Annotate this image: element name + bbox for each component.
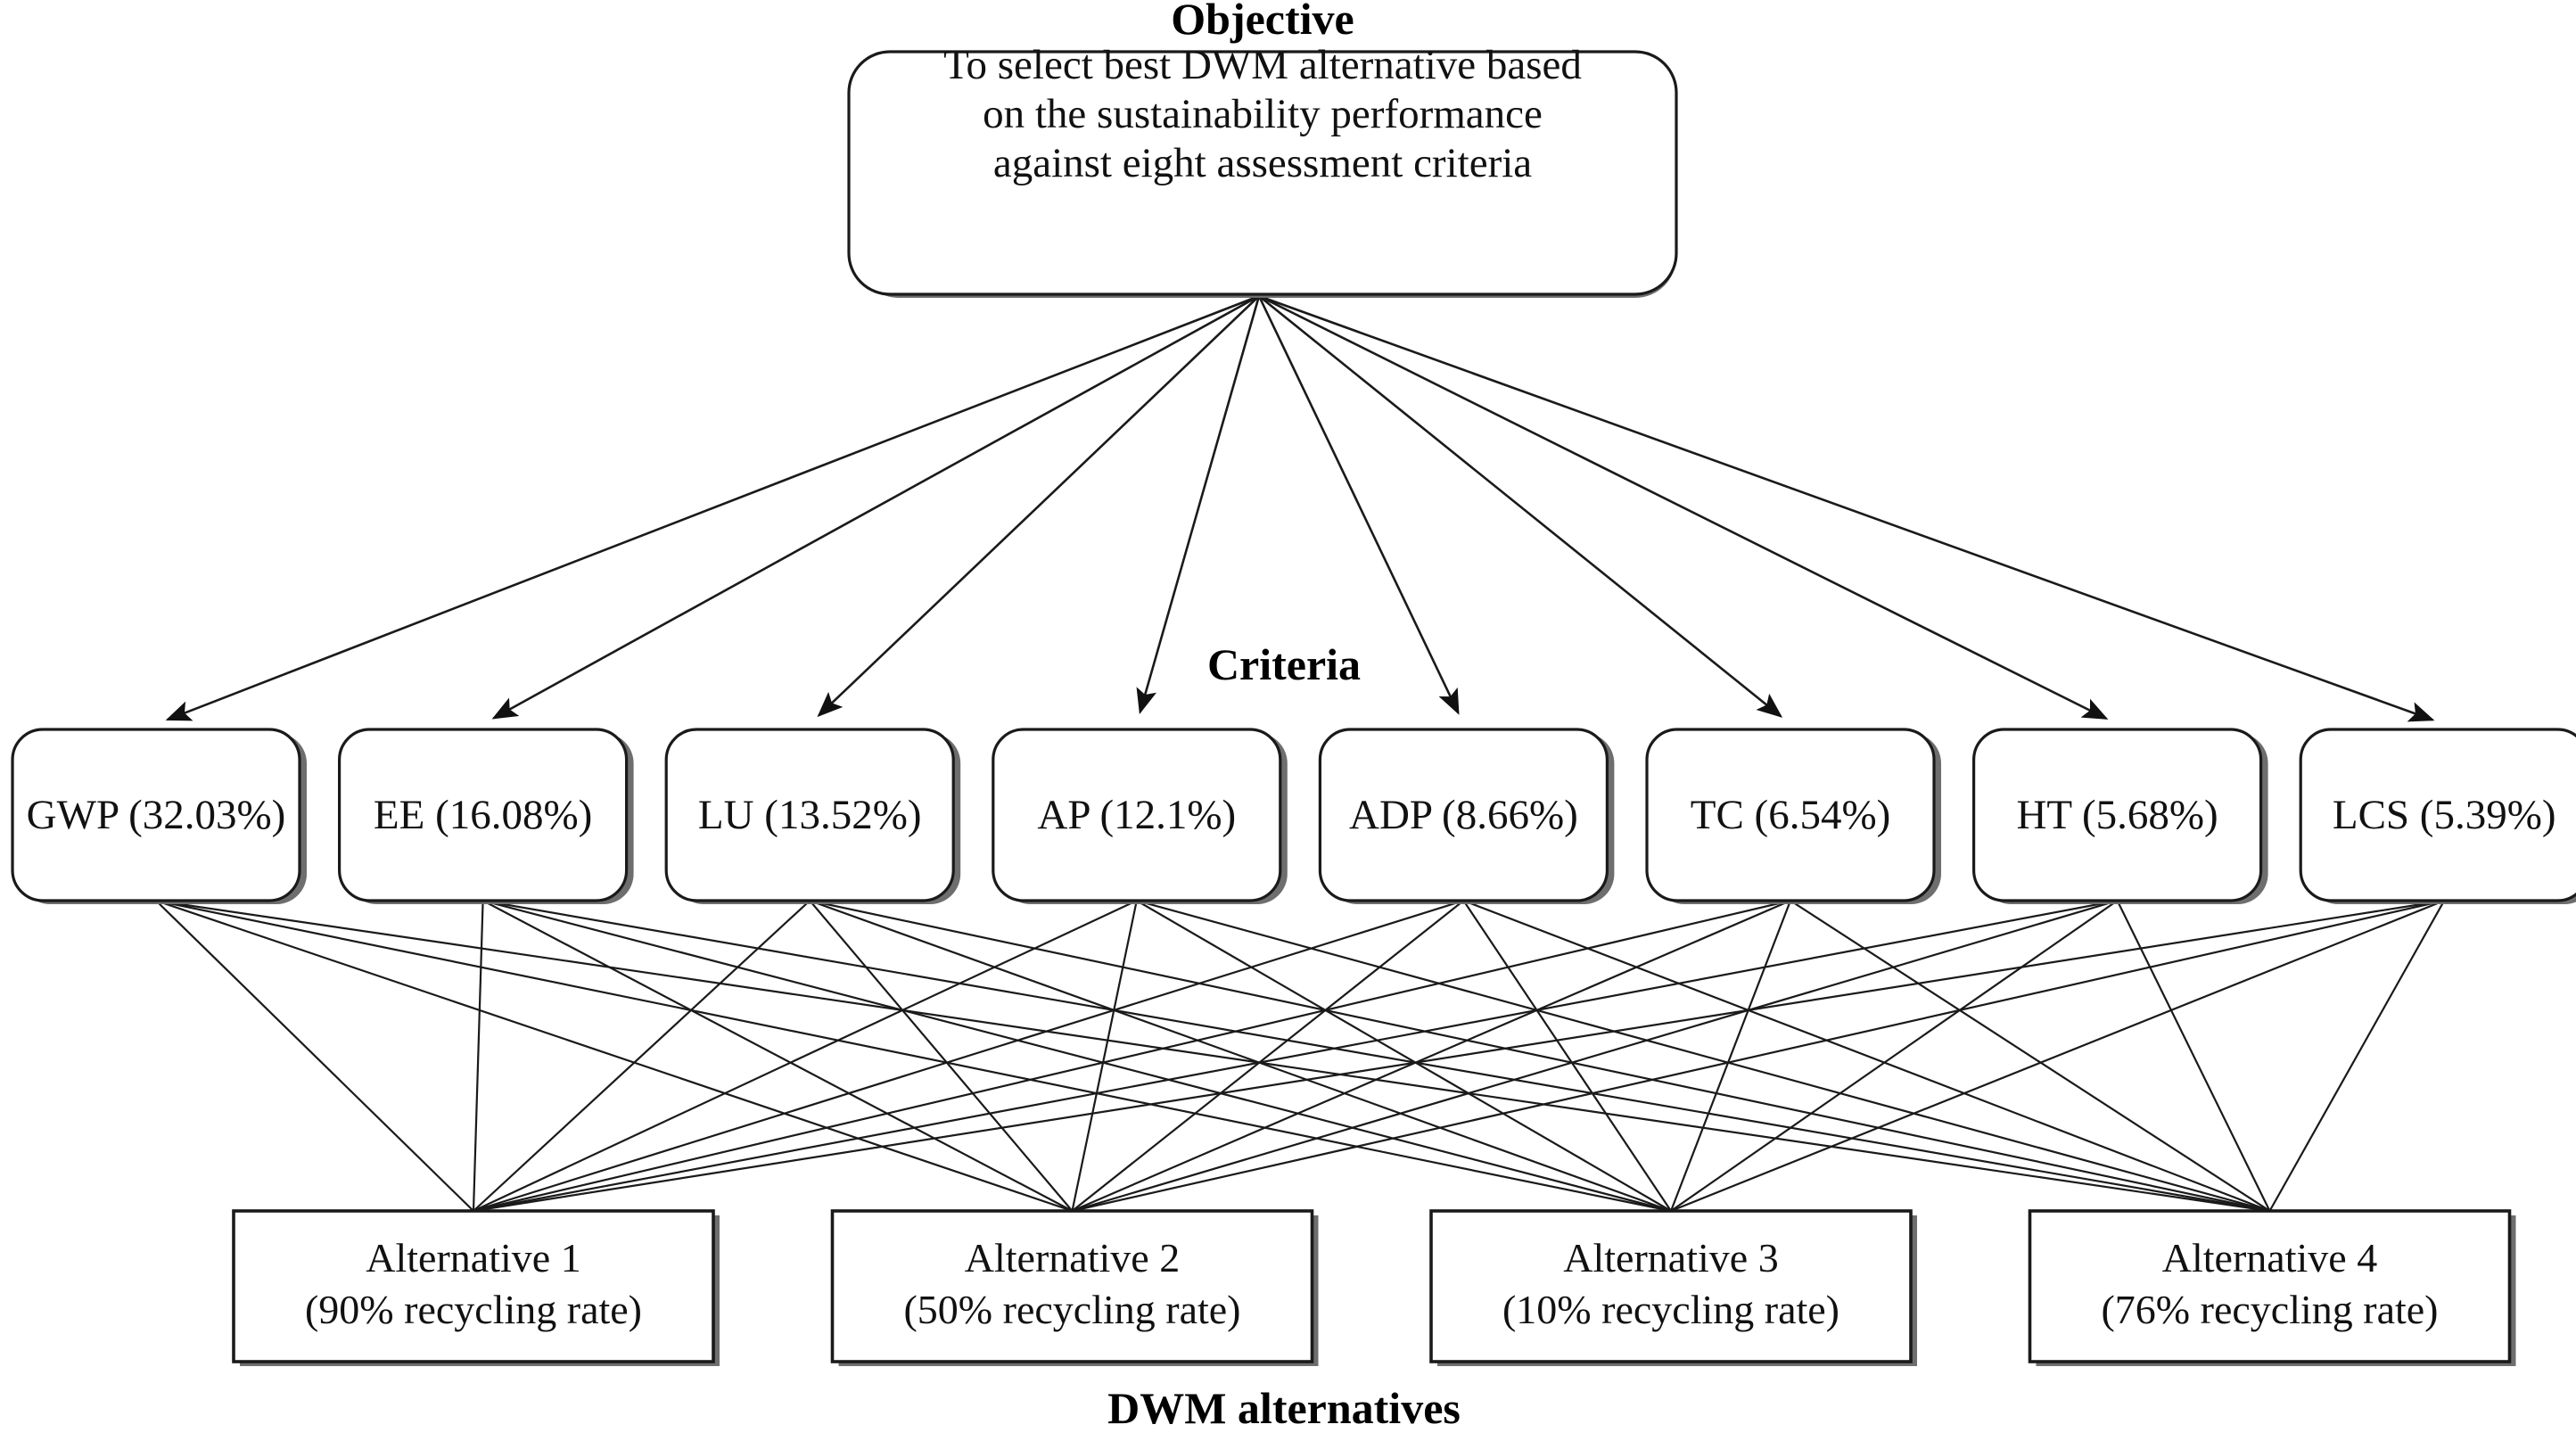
edge-lcs-to-alt1 [473, 899, 2445, 1213]
edge-ee-to-alt1 [472, 900, 484, 1212]
edge-gwp-to-alt2 [155, 899, 1073, 1213]
criteria-label: LU (13.52%) [698, 792, 922, 838]
criteria-heading: Criteria [1207, 639, 1361, 689]
edge-lu-to-alt4 [809, 899, 2270, 1213]
edge-adp-to-alt3 [1462, 900, 1672, 1212]
criteria-node-lcs[interactable]: LCS (5.39%) [2299, 728, 2576, 904]
alternative-node-1[interactable]: Alternative 1 (90% recycling rate) [232, 1209, 720, 1366]
criteria-node-ee[interactable]: EE (16.08%) [338, 728, 634, 904]
edge-ht-to-alt4 [2116, 900, 2271, 1212]
edge-ee-to-alt3 [482, 899, 1672, 1213]
edge-adp-to-alt2 [1071, 900, 1465, 1212]
edge-objective-to-adp [1257, 295, 1460, 715]
edge-objective-to-ee [491, 294, 1260, 720]
edge-gwp-to-alt3 [155, 899, 1672, 1213]
criteria-node-ap[interactable]: AP (12.1%) [992, 728, 1288, 904]
criteria-box [338, 728, 629, 902]
criteria-box [11, 728, 301, 902]
edge-lu-to-alt2 [809, 900, 1074, 1212]
edge-ee-to-alt4 [482, 899, 2270, 1213]
edge-ht-to-alt2 [1072, 899, 2118, 1213]
criteria-node-tc[interactable]: TC (6.54%) [1645, 728, 1941, 904]
edge-objective-to-ht [1258, 294, 2109, 720]
alternative-name: Alternative 2 [965, 1235, 1180, 1280]
criteria-label: ADP (8.66%) [1349, 792, 1578, 838]
criteria-label: AP (12.1%) [1037, 792, 1236, 838]
edge-ap-to-alt2 [1071, 900, 1138, 1212]
alternative-detail: (76% recycling rate) [2101, 1287, 2438, 1332]
edge-gwp-to-alt4 [155, 899, 2270, 1213]
edges-objective-to-criteria [165, 294, 2435, 722]
edge-adp-to-alt1 [473, 899, 1464, 1213]
alternative-name: Alternative 3 [1563, 1235, 1778, 1280]
edge-lcs-to-alt4 [2268, 900, 2446, 1212]
criteria-label: TC (6.54%) [1691, 792, 1891, 838]
edge-objective-to-lu [817, 295, 1260, 718]
edge-tc-to-alt3 [1669, 900, 1792, 1212]
edge-lcs-to-alt3 [1670, 899, 2445, 1213]
criteria-label: LCS (5.39%) [2333, 792, 2556, 838]
edge-ht-to-alt1 [473, 899, 2118, 1213]
criteria-node-ht[interactable]: HT (5.68%) [1972, 728, 2268, 904]
edge-lcs-to-alt2 [1072, 899, 2445, 1213]
alternative-node-2[interactable]: Alternative 2 (50% recycling rate) [830, 1209, 1319, 1366]
edges-criteria-to-alternatives [155, 899, 2446, 1213]
alternative-box [1429, 1209, 1913, 1363]
criteria-box [1972, 728, 2263, 902]
alternative-node-group: Alternative 1(90% recycling rate)Alterna… [232, 1209, 2516, 1366]
objective-line-1: To select best DWM alternative based [943, 42, 1582, 88]
criteria-box [1645, 728, 1936, 902]
edge-objective-to-tc [1258, 294, 1783, 718]
edge-tc-to-alt1 [473, 899, 1791, 1213]
edge-ap-to-alt1 [473, 900, 1138, 1212]
criteria-box [992, 728, 1282, 902]
alternative-node-4[interactable]: Alternative 4 (76% recycling rate) [2028, 1209, 2516, 1366]
alternative-box [232, 1209, 715, 1363]
alternative-detail: (10% recycling rate) [1502, 1287, 1839, 1332]
criteria-node-gwp[interactable]: GWP (32.03%) [11, 728, 307, 904]
objective-heading: Objective [1171, 0, 1354, 44]
objective-node[interactable]: To select best DWM alternative based on … [847, 42, 1678, 298]
edge-tc-to-alt2 [1072, 899, 1791, 1213]
alternative-box [2028, 1209, 2512, 1363]
edge-ap-to-alt3 [1136, 900, 1672, 1212]
criteria-node-lu[interactable]: LU (13.52%) [664, 728, 961, 904]
edge-objective-to-lcs [1258, 294, 2435, 722]
objective-line-3: against eight assessment criteria [993, 140, 1532, 186]
edge-gwp-to-alt1 [155, 900, 474, 1212]
alternative-box [830, 1209, 1314, 1363]
edge-objective-to-ap [1136, 295, 1261, 715]
edge-ap-to-alt4 [1136, 899, 2270, 1213]
criteria-label: EE (16.08%) [374, 792, 592, 838]
edge-lu-to-alt3 [809, 899, 1672, 1213]
alternative-node-3[interactable]: Alternative 3 (10% recycling rate) [1429, 1209, 1917, 1366]
edge-lu-to-alt1 [473, 900, 811, 1212]
criteria-box [2299, 728, 2576, 902]
alternative-detail: (90% recycling rate) [305, 1287, 642, 1332]
edge-tc-to-alt4 [1790, 900, 2271, 1212]
criteria-node-adp[interactable]: ADP (8.66%) [1318, 728, 1615, 904]
alternative-name: Alternative 1 [366, 1235, 580, 1280]
edge-adp-to-alt4 [1463, 899, 2270, 1213]
criteria-label: HT (5.68%) [2016, 792, 2218, 838]
edge-ee-to-alt2 [482, 900, 1074, 1212]
edge-objective-to-gwp [165, 294, 1260, 721]
criteria-box [664, 728, 955, 902]
criteria-label: GWP (32.03%) [27, 792, 286, 838]
objective-line-2: on the sustainability performance [983, 91, 1543, 137]
alternative-detail: (50% recycling rate) [903, 1287, 1240, 1332]
objective-box [847, 50, 1678, 296]
edge-ht-to-alt3 [1670, 900, 2119, 1212]
criteria-box [1318, 728, 1609, 902]
alternative-name: Alternative 4 [2162, 1235, 2377, 1280]
criteria-node-group: GWP (32.03%) EE (16.08%) LU (13.52%) AP (12… [11, 728, 2576, 904]
alternatives-heading: DWM alternatives [1107, 1383, 1461, 1433]
